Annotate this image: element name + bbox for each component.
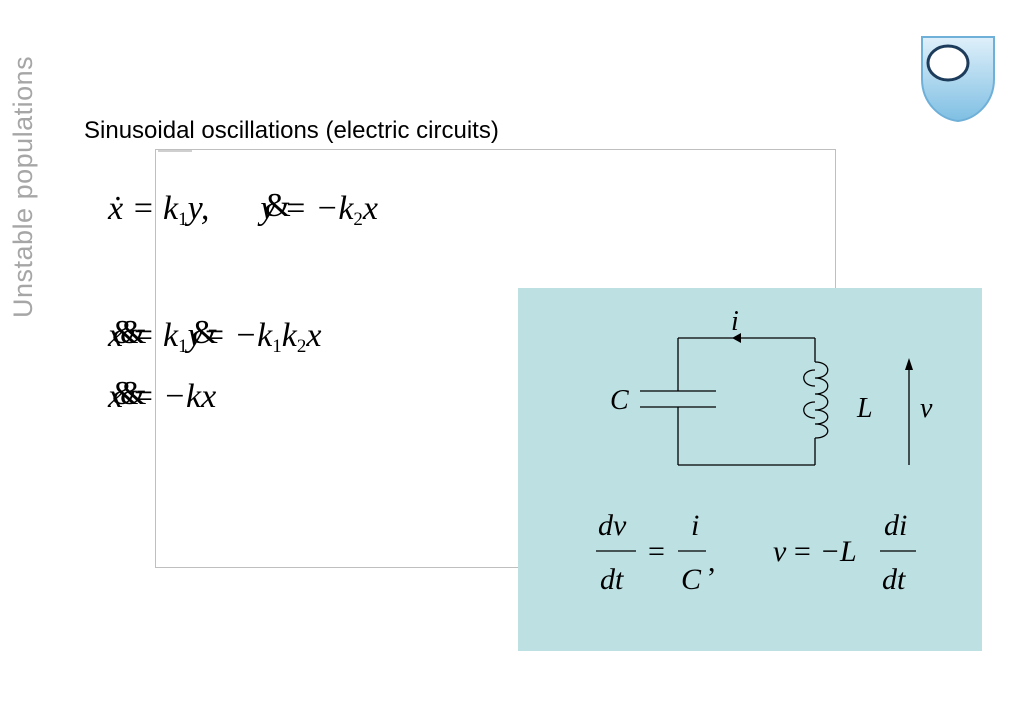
capacitor-label: C — [610, 385, 629, 416]
frame-mark — [158, 150, 192, 152]
relation-minus-L: = −L — [792, 535, 857, 568]
equation-2: x&& = k1y&= −k1k2x — [108, 314, 322, 358]
frac1-denominator: dt — [600, 563, 624, 596]
eq1-sub2: 2 — [353, 209, 363, 230]
frac3-denominator: dt — [882, 563, 906, 596]
section-title: Unstable populations — [8, 55, 38, 318]
eq1-x: x — [362, 190, 379, 227]
eq2-sub3: 2 — [296, 336, 307, 357]
eq2-x-end: x — [306, 317, 322, 354]
frac2-numerator: i — [691, 509, 699, 542]
eq3-glyph-b: & — [120, 375, 147, 412]
eq3-rhs: = −kx — [131, 378, 217, 415]
slide-title: Sinusoidal oscillations (electric circui… — [84, 117, 499, 144]
voltage-arrow-head — [905, 358, 913, 370]
inductor-coil-back — [803, 369, 816, 419]
current-label: i — [731, 306, 739, 337]
current-arrow-head — [732, 333, 741, 343]
eq1-glyph: & — [264, 187, 291, 224]
eq3-x: x — [108, 378, 124, 415]
eq2-glyph2: & — [191, 314, 219, 351]
eq2-mid: = k — [131, 317, 179, 354]
eq2-k: k — [281, 317, 297, 354]
eq1-lhs: ẋ = k — [108, 190, 179, 227]
eq2-x: x — [108, 317, 124, 354]
voltage-label: v — [920, 393, 933, 424]
frac3-numerator: di — [884, 509, 907, 542]
circuit-relations: dv dt = i C , v = −L di dt — [596, 509, 916, 596]
inductor-label: L — [856, 393, 873, 424]
equation-1: ẋ = k1y, y& = −k2x — [108, 187, 379, 231]
equation-3: x&& = −kx — [108, 375, 217, 416]
comma: , — [708, 545, 716, 578]
eq1-y: y, — [187, 190, 210, 227]
eq1-rhs: = −k — [283, 190, 354, 227]
frac1-numerator: dv — [598, 509, 627, 542]
lc-circuit-diagram: i C L v — [610, 306, 933, 466]
equals-sign-1: = — [648, 535, 665, 568]
circuit-panel — [518, 288, 982, 651]
eq2-glyph-b: & — [120, 314, 147, 351]
relation-v: v — [773, 535, 787, 568]
eq2-rhs: = −k — [202, 317, 273, 354]
open-university-shield-icon — [921, 36, 995, 123]
eq2-y: y — [187, 317, 203, 354]
eq2-sub2: 1 — [272, 336, 282, 357]
eq2-sub: 1 — [178, 336, 188, 357]
eq3-glyph: & — [112, 375, 139, 412]
eq1-y-dot: y — [260, 190, 276, 227]
eq1-sub: 1 — [178, 209, 188, 230]
inductor-coil — [814, 361, 829, 439]
frac2-denominator: C — [681, 563, 702, 596]
eq2-glyph: & — [112, 314, 139, 351]
